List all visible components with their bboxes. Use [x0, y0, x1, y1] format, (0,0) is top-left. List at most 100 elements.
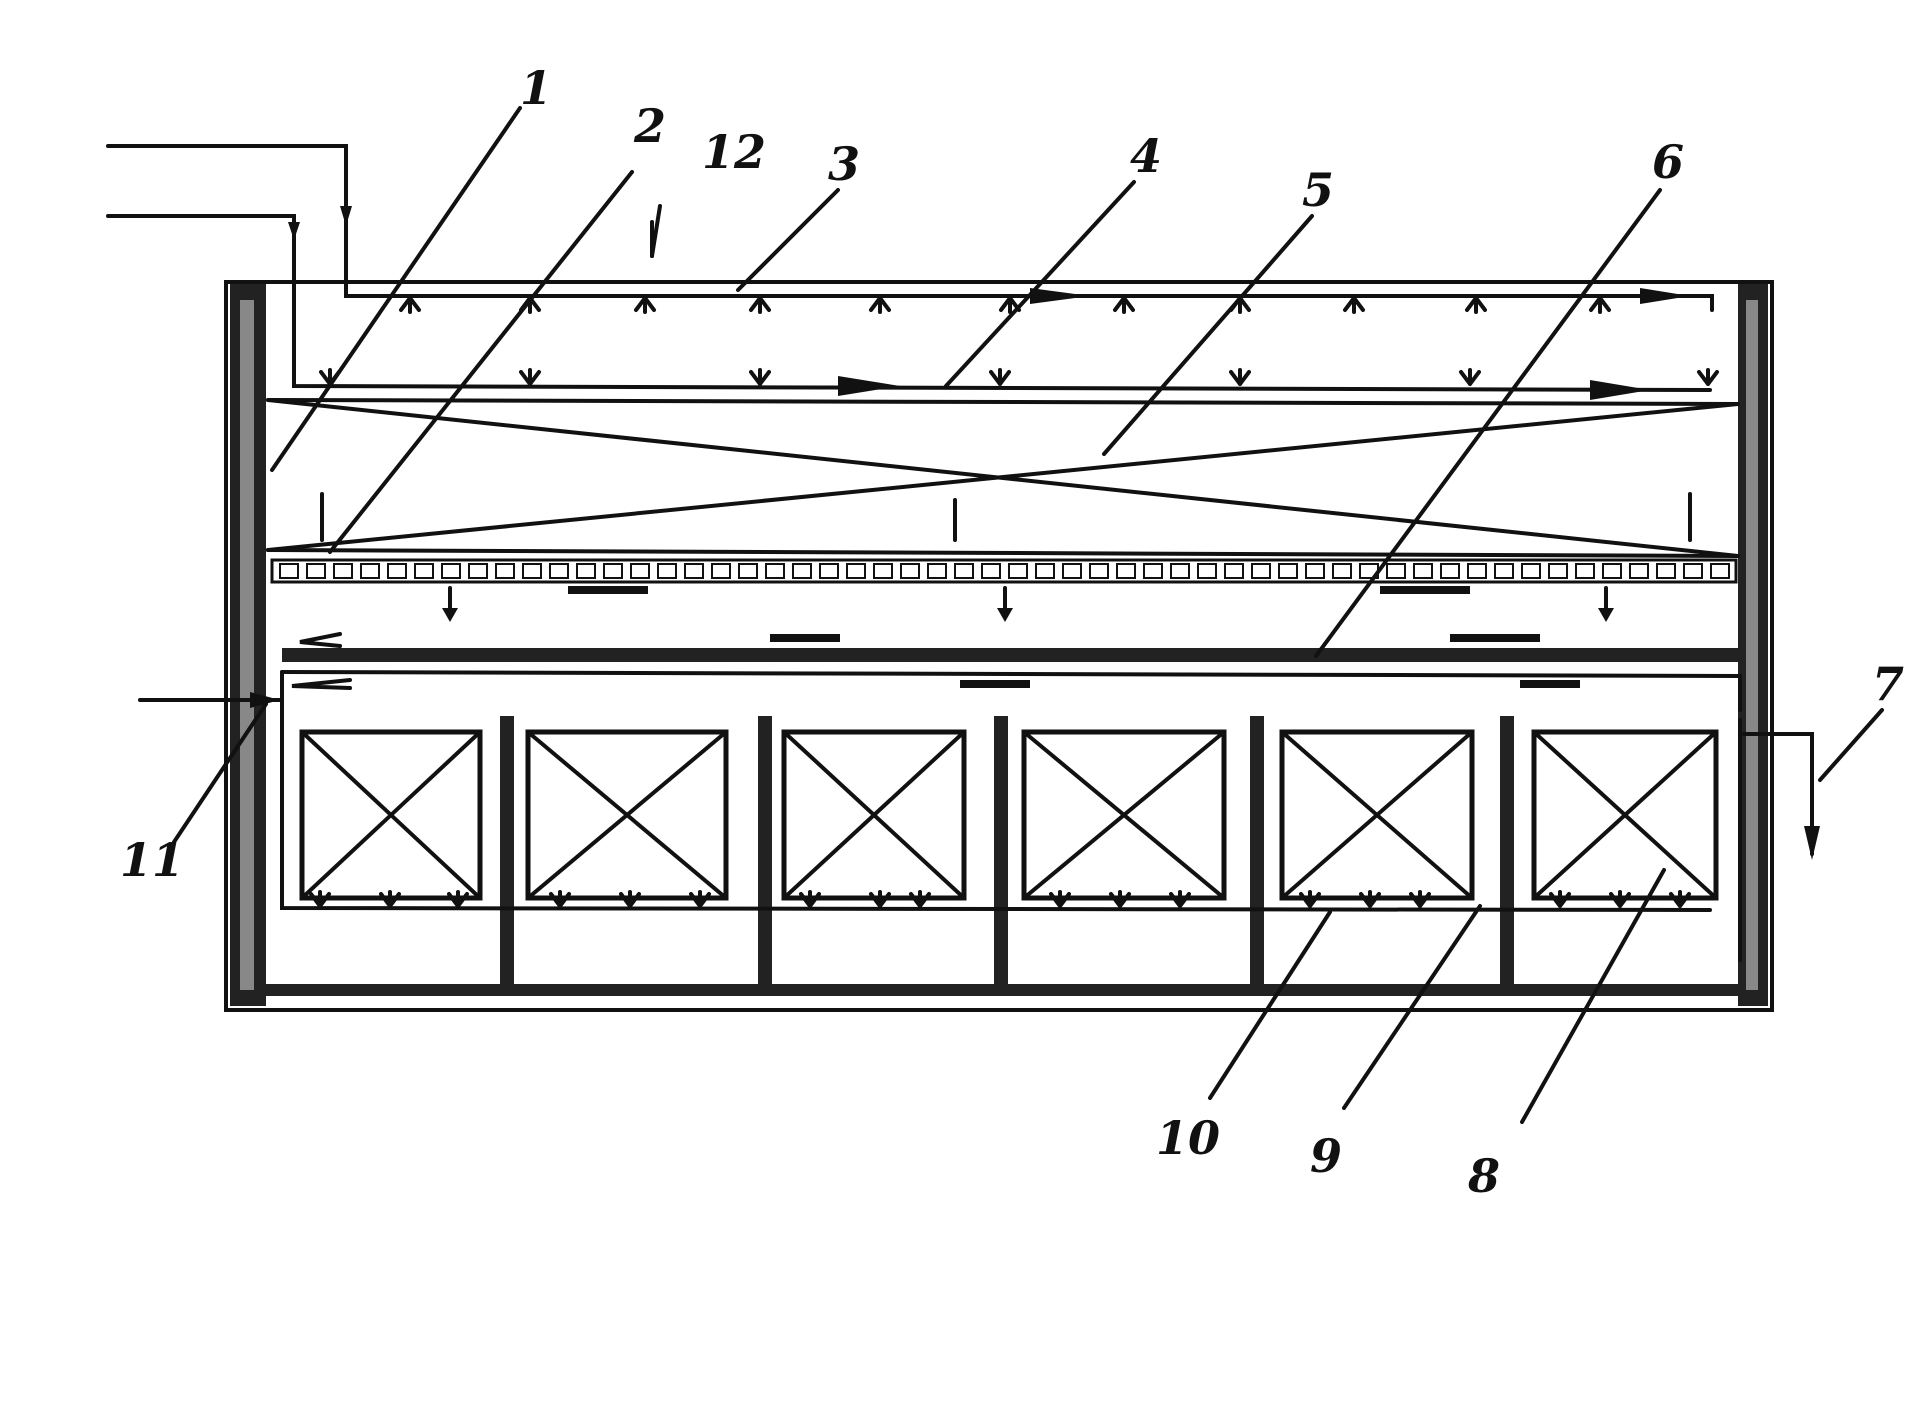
- plate-hole: [1008, 563, 1028, 579]
- plate-hole: [1062, 563, 1082, 579]
- nozzles-upper: [399, 296, 1611, 314]
- nozzle-icon: [619, 890, 641, 908]
- plate-hole: [522, 563, 542, 579]
- plate-hole: [1440, 563, 1460, 579]
- plate-hole: [1467, 563, 1487, 579]
- nozzle-icon: [309, 890, 331, 908]
- nozzle-icon: [689, 890, 711, 908]
- plate-hole: [738, 563, 758, 579]
- cell-divider: [1250, 716, 1264, 992]
- plate-hole: [684, 563, 704, 579]
- plate-hole: [900, 563, 920, 579]
- plate-hole: [1575, 563, 1595, 579]
- plate-hole: [1332, 563, 1352, 579]
- plate-hole: [819, 563, 839, 579]
- cell-divider: [994, 716, 1008, 992]
- packing-layer: [266, 398, 1740, 558]
- nozzle-icon: [1113, 296, 1135, 314]
- perforated-plate: [270, 558, 1738, 584]
- plate-hole: [1521, 563, 1541, 579]
- nozzle-icon: [1589, 296, 1611, 314]
- plate-hole: [954, 563, 974, 579]
- cell-row: [299, 716, 1719, 992]
- plate-hole: [657, 563, 677, 579]
- drip-arrows: [442, 586, 1614, 622]
- plate-hole: [1413, 563, 1433, 579]
- plate-hole: [1116, 563, 1136, 579]
- plate-hole: [495, 563, 515, 579]
- callout-labels: 1 2 12 3 4 5 6 7 8 9 10 11: [120, 61, 1904, 1203]
- plate-hole: [576, 563, 596, 579]
- tank-outer-frame: [224, 280, 1774, 1012]
- nozzle-icon: [749, 296, 771, 314]
- nozzle-icon: [399, 296, 421, 314]
- outlet-pipe: [1738, 718, 1820, 962]
- nozzle-icon: [549, 890, 571, 908]
- plate-hole: [279, 563, 299, 579]
- cell-cross: [1022, 730, 1226, 900]
- plate-hole: [1548, 563, 1568, 579]
- plate-hole: [1656, 563, 1676, 579]
- plate-hole: [630, 563, 650, 579]
- nozzle-icon: [1343, 296, 1365, 314]
- nozzles-lower: [319, 368, 1719, 386]
- plate-hole: [603, 563, 623, 579]
- nozzle-icon: [1359, 890, 1381, 908]
- spray-pipe-lower: [106, 214, 1712, 400]
- plate-hole: [981, 563, 1001, 579]
- cell-cross: [526, 730, 728, 900]
- plate-hole: [765, 563, 785, 579]
- plate-hole: [306, 563, 326, 579]
- plate-hole: [1170, 563, 1190, 579]
- plate-hole: [1386, 563, 1406, 579]
- plate-hole: [1683, 563, 1703, 579]
- nozzle-icon: [1169, 890, 1191, 908]
- plate-hole: [1035, 563, 1055, 579]
- nozzle-icon: [519, 368, 541, 386]
- nozzle-icon: [1459, 368, 1481, 386]
- nozzle-icon: [1609, 890, 1631, 908]
- cell-divider: [758, 716, 772, 992]
- plate-hole: [1305, 563, 1325, 579]
- nozzle-icon: [1299, 890, 1321, 908]
- cell-module: [525, 729, 729, 901]
- nozzle-icon: [909, 890, 931, 908]
- callout-12: 12: [702, 125, 766, 179]
- plate-hole: [846, 563, 866, 579]
- nozzle-icon: [1465, 296, 1487, 314]
- flow-channel: [280, 648, 1742, 712]
- cell-divider: [1500, 716, 1514, 992]
- nozzle-icon: [869, 890, 891, 908]
- plate-hole: [1251, 563, 1271, 579]
- callout-2: 2: [633, 99, 666, 153]
- nozzle-icon: [1549, 890, 1571, 908]
- callout-1: 1: [520, 61, 552, 115]
- cell-cross: [300, 730, 482, 900]
- plate-hole: [468, 563, 488, 579]
- cell-cross: [782, 730, 966, 900]
- plate-hole: [792, 563, 812, 579]
- nozzle-icon: [749, 368, 771, 386]
- nozzle-icon: [1229, 368, 1251, 386]
- plate-hole: [549, 563, 569, 579]
- nozzle-icon: [989, 368, 1011, 386]
- plate-hole: [1278, 563, 1298, 579]
- nozzle-icon: [1109, 890, 1131, 908]
- plate-hole: [333, 563, 353, 579]
- plate-hole: [1710, 563, 1730, 579]
- callout-7: 7: [1872, 657, 1904, 711]
- nozzle-icon: [799, 890, 821, 908]
- callout-9: 9: [1310, 1129, 1342, 1183]
- plate-hole: [1197, 563, 1217, 579]
- aeration-pipe: [138, 692, 1712, 912]
- callout-6: 6: [1652, 135, 1684, 189]
- nozzle-icon: [447, 890, 469, 908]
- nozzle-icon: [379, 890, 401, 908]
- plate-hole: [414, 563, 434, 579]
- plate-hole: [1224, 563, 1244, 579]
- cell-cross: [1280, 730, 1474, 900]
- callout-5: 5: [1302, 163, 1334, 217]
- plate-hole: [1494, 563, 1514, 579]
- plate-hole: [441, 563, 461, 579]
- plate-hole: [387, 563, 407, 579]
